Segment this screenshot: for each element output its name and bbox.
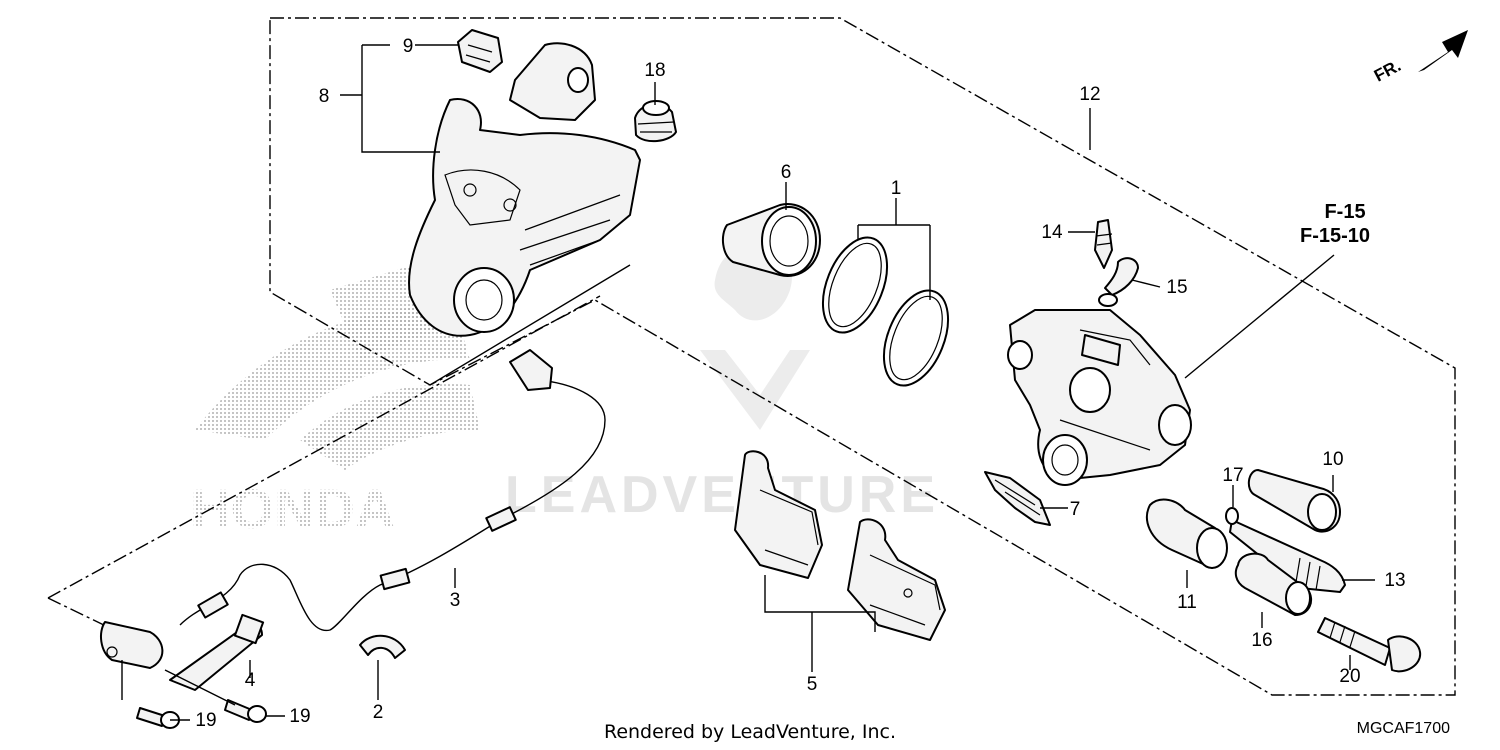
caliper-bracket: [408, 42, 641, 337]
brake-pad-set: [734, 450, 946, 641]
honda-logo-text: HONDA: [190, 477, 395, 540]
piston-seal-set: [821, 236, 950, 387]
wire-clip: [359, 634, 406, 659]
leadventure-watermark: LEADVENTURE: [505, 249, 939, 524]
callout-2: 2: [373, 702, 384, 723]
callout-15: 15: [1166, 277, 1187, 298]
callout-19a: 19: [195, 710, 216, 731]
footer-credit: Rendered by LeadVenture, Inc.: [604, 721, 896, 743]
assembly-boundaries: [47, 17, 1456, 696]
pad-spring: [984, 471, 1051, 526]
caliper-pin-a: [1247, 469, 1341, 533]
flange-bolt-19a: [136, 707, 180, 729]
callout-7: 7: [1070, 499, 1081, 520]
caliper-piston: [721, 203, 821, 277]
callout-10: 10: [1322, 449, 1343, 470]
bleeder-cap: [1098, 257, 1139, 307]
honda-logo-watermark: HONDA: [190, 260, 480, 540]
diagram-code: MGCAF1700: [1357, 720, 1450, 737]
bleeder-valve: [1094, 219, 1113, 269]
pin-boot: [634, 100, 677, 143]
front-arrow-label: FR.: [1371, 56, 1404, 86]
callout-20: 20: [1339, 666, 1360, 687]
caliper-body: [1007, 309, 1192, 486]
reference-labels[interactable]: F-15 F-15-10: [1300, 201, 1370, 247]
flange-bolt-19b: [224, 699, 267, 723]
callout-5: 5: [807, 674, 818, 695]
reference-f-15-10[interactable]: F-15-10: [1300, 225, 1370, 247]
abs-sensor-wire: [99, 349, 606, 669]
watermark-text: LEADVENTURE: [505, 466, 939, 524]
callout-12: 12: [1079, 84, 1100, 105]
callout-18: 18: [644, 60, 665, 81]
callout-16: 16: [1251, 630, 1272, 651]
callout-6: 6: [781, 162, 792, 183]
caliper-pin-b: [1229, 519, 1346, 593]
callout-8: 8: [319, 86, 330, 107]
pin-sleeve: [1234, 552, 1313, 616]
callout-13: 13: [1384, 570, 1405, 591]
callout-1: 1: [891, 178, 902, 199]
o-ring: [1225, 507, 1239, 525]
callout-3: 3: [450, 590, 461, 611]
reference-f-15[interactable]: F-15: [1324, 201, 1365, 223]
callout-19b: 19: [289, 706, 310, 727]
callout-4: 4: [245, 670, 256, 691]
pin-boot-large: [1145, 498, 1228, 569]
callout-labels: 1 2 3 4 5 6 7 8 9 10 11 12 13 14 15 16 1…: [195, 36, 1405, 731]
callout-11: 11: [1177, 592, 1197, 613]
bracket-clip: [457, 29, 503, 73]
callout-14: 14: [1041, 222, 1063, 243]
callout-17: 17: [1222, 465, 1243, 486]
front-direction-arrow: FR.: [1371, 30, 1468, 86]
flange-bolt-20: [1317, 617, 1422, 673]
callout-9: 9: [403, 36, 414, 57]
leader-lines: [121, 44, 1375, 721]
wire-clamp: [169, 613, 265, 691]
